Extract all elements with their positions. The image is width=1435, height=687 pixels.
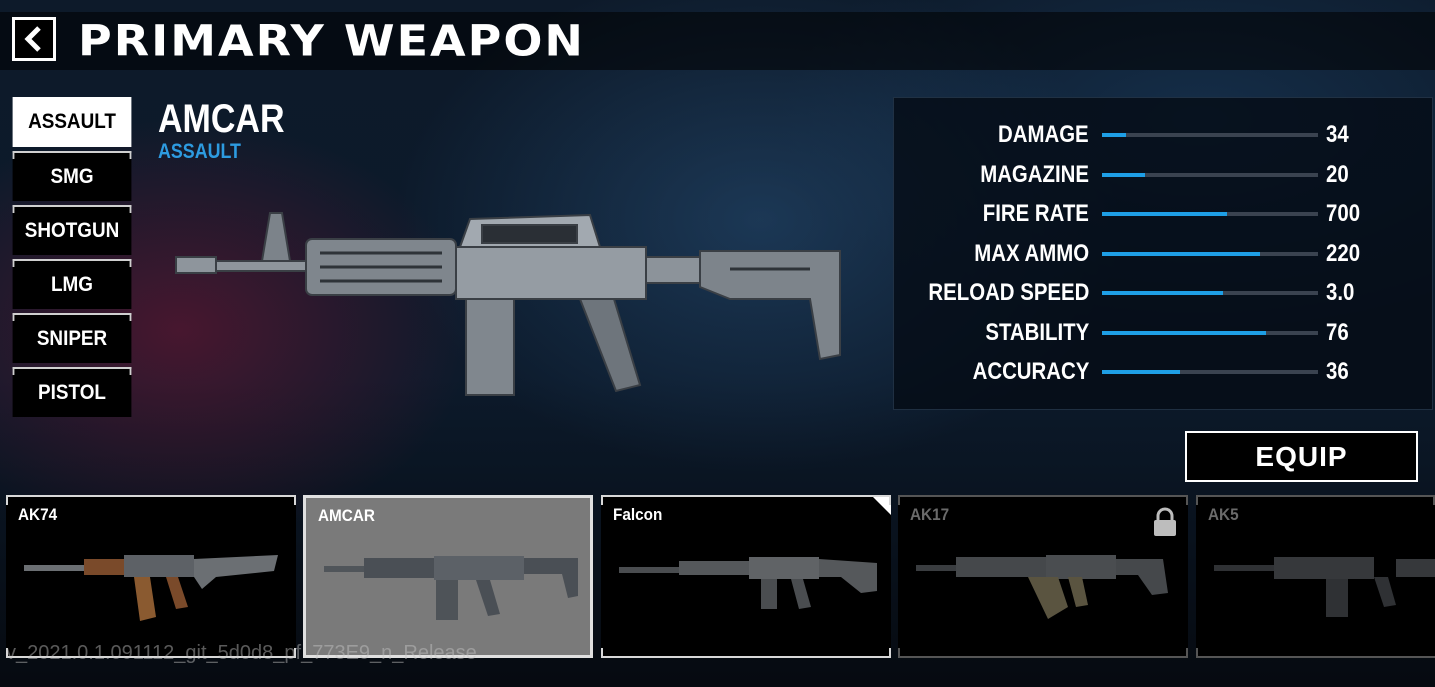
stat-row-reload-speed: RELOAD SPEED 3.0 xyxy=(894,278,1434,308)
header-bar xyxy=(0,12,1435,70)
stat-bar xyxy=(1102,173,1318,177)
rifle-icon xyxy=(24,555,278,621)
weapon-class: ASSAULT xyxy=(158,140,241,163)
category-tab-sniper[interactable]: SNIPER xyxy=(12,313,132,363)
stat-bar xyxy=(1102,212,1318,216)
weapon-card-label: AK74 xyxy=(18,505,58,524)
stat-label: MAX AMMO xyxy=(974,240,1089,267)
category-tab-smg[interactable]: SMG xyxy=(12,151,132,201)
weapon-card-label: AK5 xyxy=(1208,505,1239,524)
new-badge-icon xyxy=(873,497,891,515)
stat-label: FIRE RATE xyxy=(982,200,1089,227)
stat-bar-fill xyxy=(1102,133,1126,137)
weapon-card-ak5[interactable]: AK5 xyxy=(1196,495,1435,658)
back-button[interactable] xyxy=(12,17,56,61)
weapon-card-ak17[interactable]: AK17 xyxy=(898,495,1188,658)
rifle-icon xyxy=(324,556,578,620)
stat-bar-fill xyxy=(1102,331,1267,335)
stat-label: ACCURACY xyxy=(972,358,1089,385)
weapon-card-label: Falcon xyxy=(613,505,663,524)
stat-value: 220 xyxy=(1326,240,1361,267)
build-version-text: v_2021.0.1.091112_git_5d0d8_pf_773E9_n_R… xyxy=(6,642,477,664)
chevron-left-icon xyxy=(24,26,41,52)
stat-bar xyxy=(1102,133,1318,137)
stat-bar xyxy=(1102,291,1318,295)
stat-value: 36 xyxy=(1326,358,1349,385)
stats-panel: DAMAGE 34 MAGAZINE 20 FIRE RATE 700 MAX … xyxy=(893,97,1433,410)
stat-label: MAGAZINE xyxy=(980,161,1089,188)
equip-button[interactable]: EQUIP xyxy=(1185,431,1418,482)
weapon-name: AMCAR xyxy=(158,97,285,141)
stat-bar-fill xyxy=(1102,291,1223,295)
stat-label: DAMAGE xyxy=(998,121,1089,148)
weapon-card-label: AK17 xyxy=(910,505,950,524)
weapon-card-amcar[interactable]: AMCAR xyxy=(303,495,593,658)
weapon-carousel: AK74 AMCAR Falcon xyxy=(0,495,1435,660)
category-list: ASSAULT SMG SHOTGUN LMG SNIPER PISTOL xyxy=(6,97,138,421)
stat-value: 3.0 xyxy=(1326,279,1355,306)
stat-value: 700 xyxy=(1326,200,1361,227)
stat-row-stability: STABILITY 76 xyxy=(894,318,1434,348)
stat-label: STABILITY xyxy=(985,319,1089,346)
weapon-card-label: AMCAR xyxy=(318,506,375,525)
stat-bar-fill xyxy=(1102,173,1146,177)
lock-icon xyxy=(1154,507,1176,536)
stat-value: 20 xyxy=(1326,161,1349,188)
stat-bar-fill xyxy=(1102,212,1228,216)
category-tab-pistol[interactable]: PISTOL xyxy=(12,367,132,417)
stat-bar xyxy=(1102,370,1318,374)
stat-value: 76 xyxy=(1326,319,1349,346)
stat-row-accuracy: ACCURACY 36 xyxy=(894,357,1434,387)
stat-value: 34 xyxy=(1326,121,1349,148)
stat-row-magazine: MAGAZINE 20 xyxy=(894,160,1434,190)
stat-bar-fill xyxy=(1102,370,1180,374)
stat-bar-fill xyxy=(1102,252,1260,256)
stat-row-fire-rate: FIRE RATE 700 xyxy=(894,199,1434,229)
rifle-icon xyxy=(1214,557,1435,617)
rifle-icon xyxy=(916,555,1168,619)
weapon-card-ak74[interactable]: AK74 xyxy=(6,495,296,658)
rifle-icon xyxy=(619,557,877,609)
weapon-card-falcon[interactable]: Falcon xyxy=(601,495,891,658)
category-tab-shotgun[interactable]: SHOTGUN xyxy=(12,205,132,255)
page-title: PRIMARY WEAPON xyxy=(78,16,585,66)
stat-bar xyxy=(1102,331,1318,335)
stat-row-damage: DAMAGE 34 xyxy=(894,120,1434,150)
stat-bar xyxy=(1102,252,1318,256)
category-tab-assault[interactable]: ASSAULT xyxy=(12,97,132,147)
rifle-icon xyxy=(175,212,841,396)
category-tab-lmg[interactable]: LMG xyxy=(12,259,132,309)
stat-label: RELOAD SPEED xyxy=(928,279,1089,306)
stat-row-max-ammo: MAX AMMO 220 xyxy=(894,239,1434,269)
